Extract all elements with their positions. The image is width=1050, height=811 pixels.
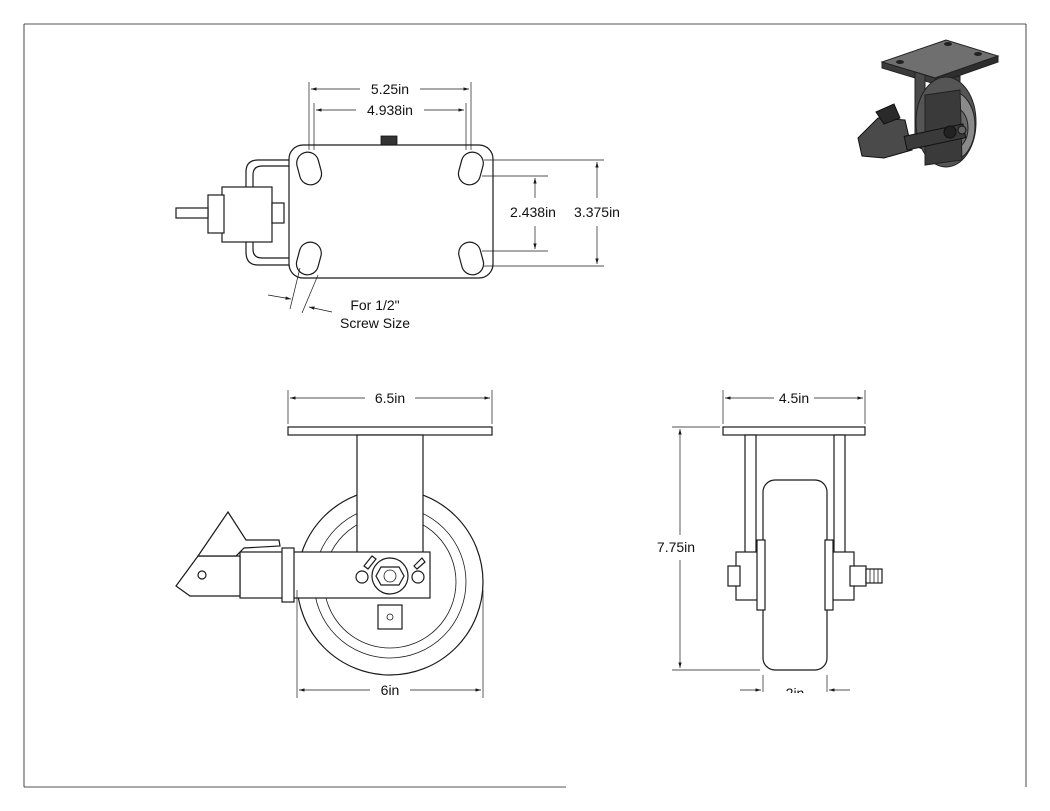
dim-plate-width: 5.25in [371, 81, 409, 97]
brake-pedal [196, 510, 281, 557]
mounting-slot-bl [295, 241, 322, 276]
axle-nut [375, 566, 405, 586]
dim-wheel-diameter: 6in [381, 682, 400, 698]
fork-leg [356, 434, 424, 554]
dim-hole-spacing-width: 4.938in [367, 102, 413, 118]
brake-housing [221, 186, 273, 243]
brake-lever [175, 555, 241, 597]
dim-front-width: 4.5in [779, 390, 809, 406]
axle-nut-top [271, 202, 285, 224]
mounting-slot-tl [296, 151, 323, 186]
pedal-pivot [197, 570, 207, 580]
isometric-view [857, 39, 1000, 168]
front-top-plate [722, 426, 866, 436]
axle-nut-left [727, 565, 741, 587]
front-view: 4.5in 7.75in 2in [657, 390, 883, 701]
mounting-slot-br [458, 241, 485, 276]
lock-bolt-right [411, 570, 425, 584]
top-view: 5.25in 4.938in 2.438in 3.375in For 1/2" … [175, 81, 620, 331]
side-top-plate [287, 426, 493, 436]
dim-wheel-width: 2in [786, 685, 805, 701]
front-wheel [762, 479, 828, 671]
dim-hole-spacing-height: 2.438in [510, 204, 556, 220]
dim-overall-height: 7.75in [657, 539, 695, 555]
brake-block [207, 194, 225, 234]
brake-tab [377, 604, 403, 630]
mounting-slot-tr [457, 151, 484, 186]
dim-plate-height: 3.375in [574, 204, 620, 220]
side-view: 6.5in 6in [175, 390, 493, 698]
iso-brake [857, 117, 913, 159]
screw-note-line2: Screw Size [340, 315, 410, 331]
brake-pedal-shaft [175, 207, 209, 219]
drawing-border [23, 23, 1027, 788]
top-plate [288, 144, 494, 279]
axle-nut-right [849, 565, 867, 587]
screw-note-line1: For 1/2" [350, 297, 399, 313]
dim-side-width: 6.5in [375, 390, 405, 406]
lock-bolt-left [355, 570, 369, 584]
brake-collar [281, 547, 295, 603]
